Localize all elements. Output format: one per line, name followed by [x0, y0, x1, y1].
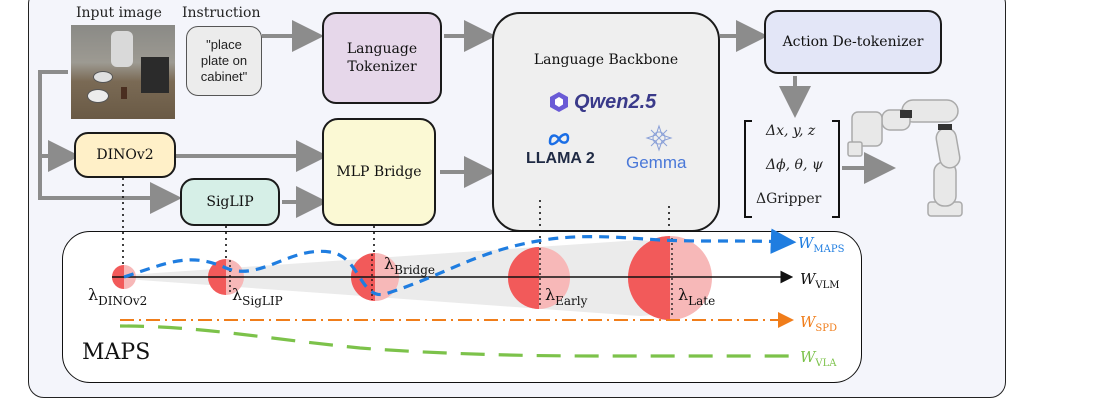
instruction-box: "place plate on cabinet": [186, 26, 262, 96]
w-vlm-label: WVLM: [800, 270, 840, 291]
instruction-line-3: cabinet": [200, 69, 248, 84]
w-maps-label: WMAPS: [798, 234, 845, 255]
qwen-version: 2.5: [628, 90, 657, 113]
sphere-late: [628, 236, 712, 320]
w-vla-label: WVLA: [800, 348, 837, 369]
action-row-gripper: ΔGripper: [756, 191, 822, 207]
lambda-sub: Bridge: [394, 263, 435, 277]
maps-curve: [123, 228, 797, 296]
siglip-label: SigLIP: [206, 194, 254, 210]
input-image-label: Input image: [76, 5, 162, 21]
language-tokenizer-line-2: Tokenizer: [347, 59, 417, 75]
qwen-text: Qwen: [574, 90, 629, 113]
lambda-bridge-label: λBridge: [384, 254, 435, 277]
instruction-line-1: "place: [206, 37, 242, 52]
cabinet-icon: [141, 57, 169, 93]
w-symbol: W: [798, 234, 814, 252]
w-sub: VLM: [815, 280, 840, 291]
w-symbol: W: [800, 313, 816, 331]
lambda-sub: Late: [688, 294, 716, 308]
input-image: [71, 25, 175, 119]
vla-curve: [119, 324, 790, 358]
w-sub: SPD: [815, 323, 838, 334]
language-tokenizer-box: Language Tokenizer: [322, 12, 442, 104]
lambda-siglip-label: λSigLIP: [232, 285, 283, 308]
lambda-symbol: λ: [678, 285, 689, 304]
qwen-logo: Qwen 2.5: [548, 90, 656, 114]
lambda-symbol: λ: [384, 254, 395, 273]
gemma-text: Gemma: [626, 153, 687, 172]
action-detokenizer-box: Action De-tokenizer: [764, 10, 942, 74]
gemma-icon: [645, 124, 673, 152]
lambda-early-label: λEarly: [545, 285, 587, 308]
lambda-sub: Early: [555, 294, 588, 308]
robot-arm-picture: [847, 99, 963, 217]
w-symbol: W: [800, 348, 816, 366]
mlp-bridge-label: MLP Bridge: [336, 164, 422, 180]
meta-icon: [548, 133, 570, 146]
lambda-symbol: λ: [545, 285, 556, 304]
cone-shape: [112, 240, 690, 316]
lambda-sub: DINOv2: [98, 294, 148, 308]
dinov2-box: DINOv2: [74, 132, 176, 178]
bracket-left: [744, 120, 752, 218]
lambda-sub: SigLIP: [242, 294, 283, 308]
dinov2-label: DINOv2: [96, 147, 154, 163]
qwen-icon: [550, 92, 568, 112]
language-backbone-title: Language Backbone: [533, 52, 679, 68]
w-symbol: W: [800, 270, 816, 288]
instruction-label: Instruction: [182, 5, 261, 21]
arrow-image-to-encoders: [38, 70, 182, 214]
w-sub: MAPS: [813, 244, 845, 255]
w-sub: VLA: [815, 358, 837, 369]
maps-title: MAPS: [82, 340, 151, 365]
action-row-translation: Δx, y, z: [766, 123, 816, 139]
w-spd-label: WSPD: [800, 313, 838, 334]
lambda-symbol: λ: [232, 285, 243, 304]
lambda-symbol: λ: [88, 285, 99, 304]
llama-text: LLAMA 2: [526, 150, 595, 167]
robot-arm-icon: [111, 31, 133, 67]
lambda-dinov2-label: λDINOv2: [88, 285, 147, 308]
bracket-right: [832, 120, 840, 218]
lambda-late-label: λLate: [678, 285, 715, 308]
action-vector: Δx, y, z Δϕ, θ, ψ ΔGripper: [744, 120, 840, 218]
action-row-rotation: Δϕ, θ, ψ: [766, 157, 823, 173]
action-detokenizer-label: Action De-tokenizer: [782, 34, 924, 50]
siglip-box: SigLIP: [180, 178, 280, 226]
mlp-bridge-box: MLP Bridge: [322, 118, 436, 226]
sphere-early: [508, 247, 570, 309]
plate-icon: [93, 71, 113, 83]
plate-icon-2: [87, 89, 109, 103]
instruction-line-2: plate on: [200, 53, 248, 68]
block-icon: [121, 87, 127, 99]
language-tokenizer-line-1: Language: [346, 41, 418, 57]
